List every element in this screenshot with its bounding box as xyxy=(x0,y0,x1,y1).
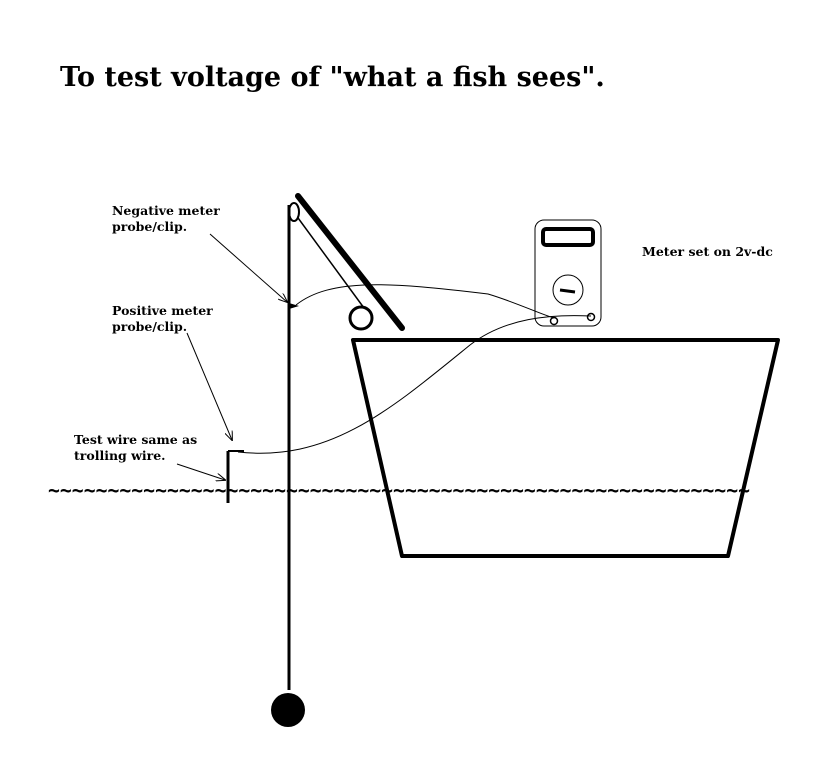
positive-callout-arrow xyxy=(186,332,232,440)
meter-terminal-positive xyxy=(586,312,596,322)
diagram-title: To test voltage of "what a fish sees". xyxy=(60,62,605,93)
negative-probe-label-line2: probe/clip. xyxy=(112,219,187,234)
test-wire-label-line1: Test wire same as xyxy=(74,432,197,447)
positive-probe-lead xyxy=(237,315,592,454)
meter-terminal-negative xyxy=(549,316,559,326)
positive-probe-label-line1: Positive meter xyxy=(112,303,213,318)
negative-probe-lead xyxy=(295,284,555,319)
positive-probe-label-line2: probe/clip. xyxy=(112,319,187,334)
test-wire xyxy=(226,450,244,503)
water-line: ~~~~~~~~~~~~~~~~~~~~~~~~~~~~~~~~~~~~~~~~… xyxy=(48,478,750,502)
test-wire-label-line2: trolling wire. xyxy=(74,448,166,463)
negative-probe-label-line1: Negative meter xyxy=(112,203,220,218)
negative-probe-clip xyxy=(289,303,299,309)
downrigger-rod xyxy=(288,193,405,331)
voltage-meter xyxy=(534,219,602,327)
reel-icon xyxy=(348,305,374,331)
downrigger-cable xyxy=(271,205,305,727)
cannonball-weight-icon xyxy=(271,693,305,727)
negative-callout-arrow xyxy=(209,233,287,302)
meter-setting-label: Meter set on 2v-dc xyxy=(642,244,773,259)
testwire-callout-arrow xyxy=(176,463,225,480)
boat-hull xyxy=(351,338,780,558)
